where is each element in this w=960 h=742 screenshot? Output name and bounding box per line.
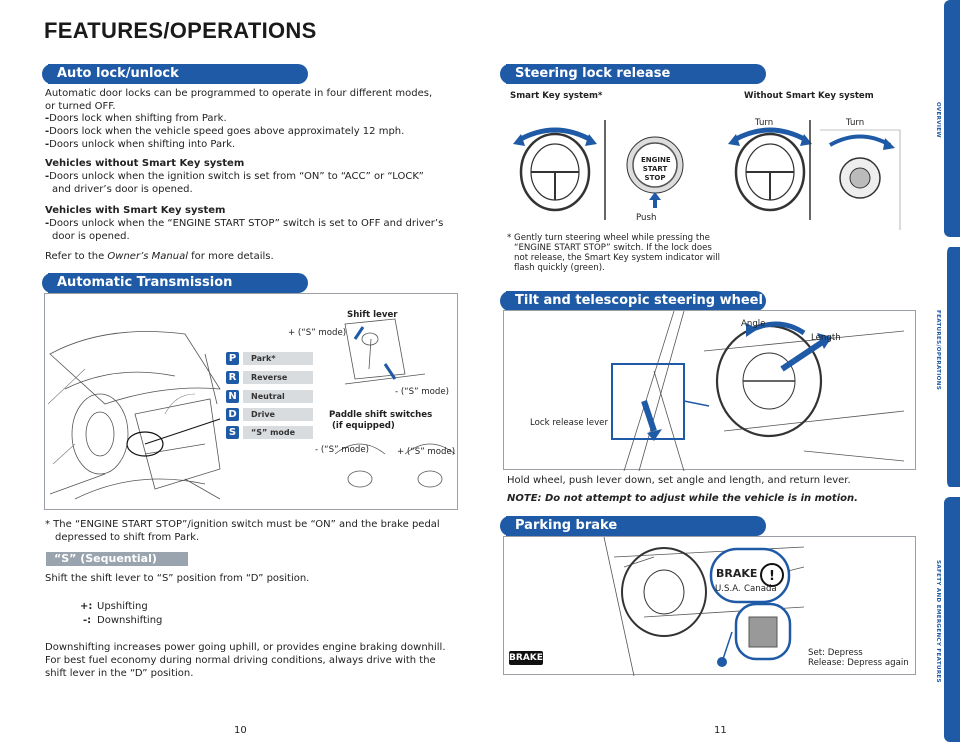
sequential-intro: Shift the shift lever to “S” position fr… [45,573,310,584]
tilt-wheel-illustration [611,311,905,471]
gear-letter-s: S [226,426,239,439]
turn-label-1: Turn [755,118,774,128]
plus-s-mode-label: + (“S” mode) [288,328,347,338]
tilt-instruction: Hold wheel, push lever down, set angle a… [507,475,851,486]
steering-wheel-key-icon [728,127,812,212]
side-tab-safety[interactable] [944,497,960,742]
gear-label-neutral: Neutral [243,390,313,403]
svg-text:!: ! [769,569,775,584]
steering-wheel-smart-icon [513,127,597,212]
minus-s-mode-label: - (“S” mode) [395,387,450,397]
start-button-text-1: ENGINE [641,156,671,164]
steering-footnote: * Gently turn steering wheel while press… [507,233,721,273]
side-label-features: FEATURES/OPERATIONS [935,310,941,391]
page-title: FEATURES/OPERATIONS [44,18,317,43]
auto-lock-item-2: -Doors lock when the vehicle speed goes … [45,126,405,137]
auto-lock-intro: Automatic door locks can be programmed t… [45,88,433,112]
usa-label: U.S.A. [715,584,741,594]
minus-symbol: -: [83,615,92,626]
smart-key-heading: Vehicles with Smart Key system [45,205,226,216]
auto-lock-item-2-text: Doors lock when the vehicle speed goes a… [49,126,405,137]
without-smart-key-label: Without Smart Key system [744,91,874,101]
gear-label-s-mode: “S” mode [243,426,313,439]
transmission-heading: Automatic Transmission [42,273,308,293]
engine-start-stop-button-icon [626,136,684,208]
parking-set-text: Set: Depress [808,648,863,658]
push-label: Push [636,213,657,223]
side-tab-overview[interactable] [944,0,960,237]
sequential-note: Downshifting increases power going uphil… [45,642,446,679]
smart-key-system-label: Smart Key system* [510,91,603,101]
no-smart-key-item: -Doors unlock when the ignition switch i… [45,171,424,195]
parking-brake-figure: ! [503,536,916,676]
gear-letter-r: R [226,371,239,384]
no-smart-key-heading: Vehicles without Smart Key system [45,158,245,169]
gear-letter-p: P [226,352,239,365]
transmission-footnote: * The “ENGINE START STOP”/ignition switc… [45,519,440,543]
auto-lock-heading: Auto lock/unlock [42,64,308,84]
tilt-note: NOTE: Do not attempt to adjust while the… [507,493,858,504]
side-label-overview: OVERVIEW [935,102,941,138]
canada-label: Canada [744,584,777,594]
gear-label-reverse: Reverse [243,371,313,384]
auto-lock-item-1: -Doors lock when shifting from Park. [45,113,227,124]
parking-brake-heading: Parking brake [500,516,766,536]
owners-manual-ref: Owner’s Manual [107,251,188,262]
start-button-text-3: STOP [644,174,666,182]
paddle-label-1: Paddle shift switches [329,410,433,420]
refer-post: for more details. [187,251,274,262]
refer-manual: Refer to the Owner’s Manual for more det… [45,250,445,263]
auto-lock-item-3-text: Doors unlock when shifting into Park. [49,139,236,150]
minus-s-mode-label-2: - (“S” mode) [315,445,370,455]
brake-badge: BRAKE [509,651,543,665]
transmission-figure [44,293,458,510]
paddle-label-2: (if equipped) [332,421,395,431]
plus-symbol: +: [80,601,93,612]
smart-key-item: -Doors unlock when the “ENGINE START STO… [45,218,444,242]
lock-release-lever-label: Lock release lever [530,418,608,428]
sequential-heading: “S” (Sequential) mode [46,552,188,579]
downshifting-text: Downshifting [97,615,163,626]
smart-key-item-text: Doors unlock when the “ENGINE START STOP… [49,218,444,242]
auto-lock-item-1-text: Doors lock when shifting from Park. [49,113,227,124]
plus-s-mode-label-2: + (“S” mode) [397,447,456,457]
steering-lock-illustration [513,120,901,230]
gear-label-drive: Drive [243,408,313,421]
steering-lock-heading: Steering lock release [500,64,766,84]
car-interior-illustration [47,318,456,500]
parking-release-text: Release: Depress again [808,658,909,668]
turn-label-2: Turn [846,118,865,128]
start-button-text-2: START [642,165,668,173]
side-tab-features[interactable] [944,247,960,487]
auto-lock-item-3: -Doors unlock when shifting into Park. [45,139,236,150]
tilt-figure [503,310,916,471]
tilt-telescopic-heading: Tilt and telescopic steering wheel [500,291,766,311]
no-smart-key-item-text: Doors unlock when the ignition switch is… [49,171,424,195]
gear-letter-n: N [226,390,239,403]
shift-lever-label: Shift lever [347,310,398,320]
gear-letter-d: D [226,408,239,421]
side-label-safety: SAFETY AND EMERGENCY FEATURES [935,560,941,683]
brake-word: BRAKE [716,567,758,580]
page-number-right: 11 [714,725,727,736]
refer-pre: Refer to the [45,251,108,262]
gear-label-park: Park* [243,352,313,365]
page-number-left: 10 [234,725,247,736]
angle-label: Angle [741,319,766,329]
parking-brake-illustration: ! [603,537,805,676]
upshifting-text: Upshifting [97,601,148,612]
length-label: Length [811,333,841,343]
ignition-key-icon [820,129,901,230]
